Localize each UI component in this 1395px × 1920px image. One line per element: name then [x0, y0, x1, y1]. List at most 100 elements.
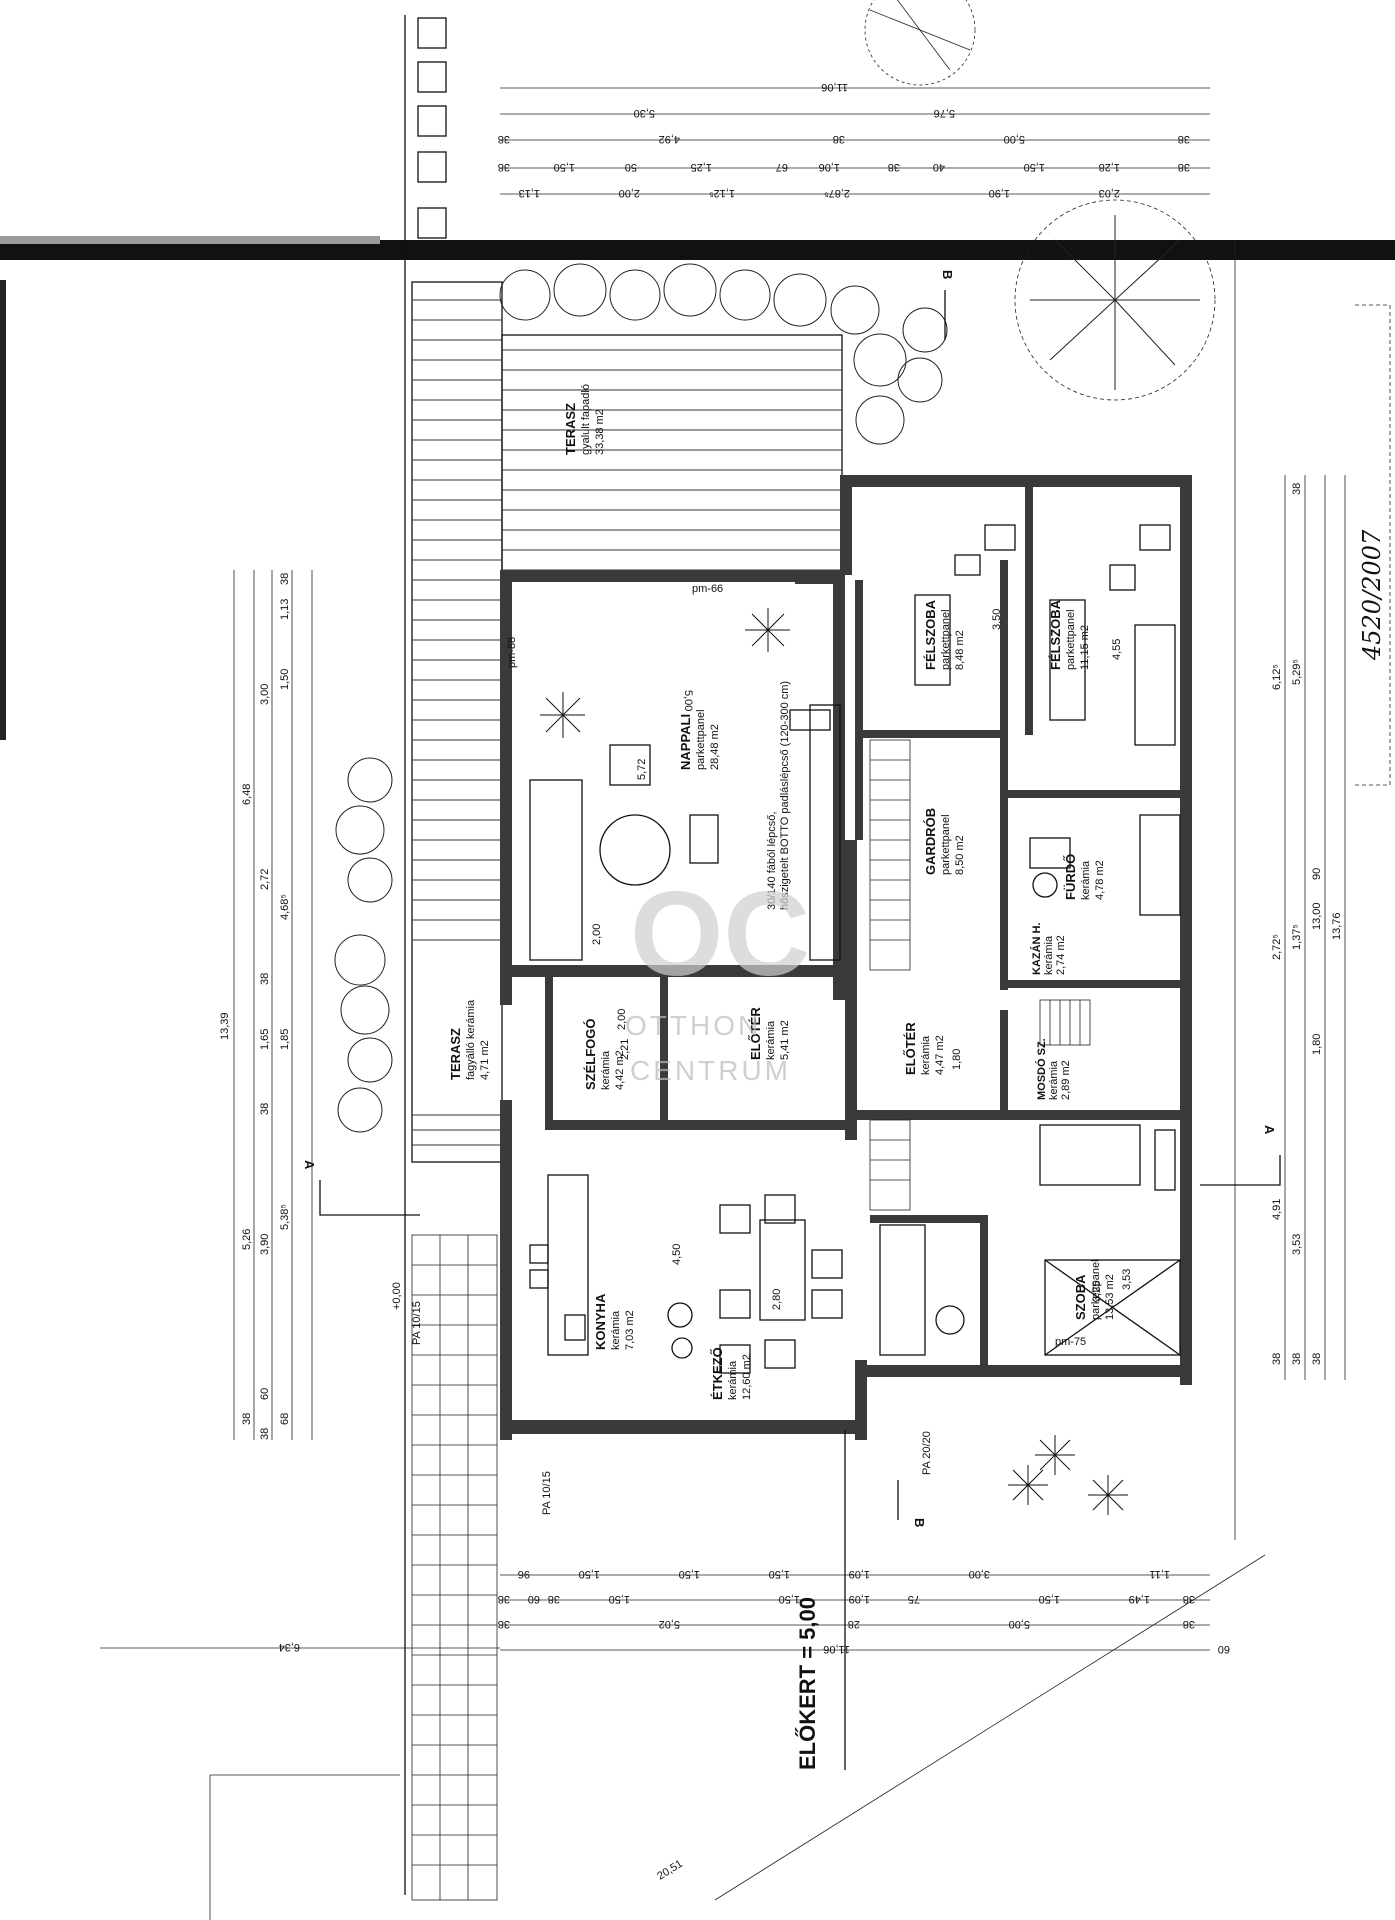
- svg-text:60: 60: [1218, 1643, 1230, 1655]
- svg-text:SZÉLFOGÓ: SZÉLFOGÓ: [583, 1019, 598, 1091]
- section-b-label: B: [912, 1518, 927, 1527]
- svg-text:ÉTKEZŐ: ÉTKEZŐ: [710, 1347, 725, 1400]
- svg-text:68: 68: [279, 1413, 291, 1425]
- svg-text:1,09: 1,09: [849, 1568, 870, 1580]
- room-label-felszoba-1: FÉLSZOBA parkettpanel 8,48 m2: [923, 599, 966, 670]
- svg-text:ELŐTÉR: ELŐTÉR: [903, 1022, 918, 1075]
- svg-text:NAPPALI: NAPPALI: [678, 714, 693, 770]
- svg-text:38: 38: [498, 1593, 510, 1605]
- svg-text:1,13: 1,13: [279, 599, 291, 620]
- room-label-szoba: SZOBA parkettpanel 13,53 m2: [1073, 1259, 1116, 1320]
- room-label-kazan: KAZÁN H. kerámia 2,74 m2: [1030, 922, 1067, 975]
- svg-text:38: 38: [279, 573, 291, 585]
- svg-text:CENTRUM: CENTRUM: [630, 1055, 791, 1086]
- svg-text:13,53 m2: 13,53 m2: [1104, 1274, 1116, 1320]
- svg-text:1,50: 1,50: [609, 1593, 630, 1605]
- left-dimensions: 13,39 6,48 5,26 3,00 2,72 1,65 3,90 60 1…: [219, 570, 313, 1440]
- svg-text:96: 96: [518, 1568, 530, 1580]
- dim-top: 38: [498, 161, 510, 173]
- svg-text:OC: OC: [630, 867, 810, 1001]
- svg-text:parkettpanel: parkettpanel: [940, 609, 952, 670]
- svg-text:11,15 m2: 11,15 m2: [1079, 625, 1091, 670]
- svg-text:pm-75: pm-75: [1055, 1336, 1086, 1348]
- dim-top: 38: [888, 161, 900, 173]
- room-label-etkezo: ÉTKEZŐ kerámia 12,60 m2: [710, 1347, 753, 1400]
- svg-text:PA 10/15: PA 10/15: [541, 1471, 553, 1515]
- room-label-gardrob: GARDRÓB parkettpanel 8,50 m2: [923, 808, 966, 875]
- dim-top: 38: [1178, 161, 1190, 173]
- svg-text:38: 38: [548, 1593, 560, 1605]
- svg-text:hőszigetelt BOTTO padláslépcső: hőszigetelt BOTTO padláslépcső (120-300 …: [779, 681, 791, 910]
- svg-text:KAZÁN H.: KAZÁN H.: [1030, 922, 1043, 975]
- svg-text:38: 38: [1271, 1353, 1283, 1365]
- elokert-label: ELŐKERT = 5,00: [795, 1597, 820, 1770]
- svg-text:2,89 m2: 2,89 m2: [1060, 1060, 1072, 1100]
- room-label-eloter-1: ELŐTÉR kerámia 5,41 m2: [748, 1007, 791, 1060]
- svg-text:13,00: 13,00: [1311, 902, 1323, 930]
- svg-text:6,12⁵: 6,12⁵: [1271, 664, 1283, 690]
- svg-text:1,50: 1,50: [779, 1593, 800, 1605]
- svg-text:5,29⁵: 5,29⁵: [1291, 659, 1303, 685]
- svg-text:2,00: 2,00: [616, 1009, 628, 1030]
- svg-text:TERASZ: TERASZ: [448, 1028, 463, 1080]
- svg-text:parkettpanel: parkettpanel: [1065, 609, 1077, 670]
- svg-text:kerámia: kerámia: [765, 1020, 777, 1060]
- svg-text:8,48 m2: 8,48 m2: [954, 630, 966, 670]
- lamp-icon: [540, 608, 790, 738]
- svg-text:4,91: 4,91: [1271, 1199, 1283, 1220]
- svg-text:38: 38: [1183, 1618, 1195, 1630]
- svg-text:38: 38: [259, 1103, 271, 1115]
- svg-text:FÉLSZOBA: FÉLSZOBA: [923, 599, 938, 670]
- svg-text:1,85: 1,85: [279, 1029, 291, 1050]
- dim-top-total: 11,06: [821, 81, 848, 93]
- handwritten-note: 4520/2007: [1358, 529, 1386, 661]
- tree-top-right: [864, 0, 976, 86]
- svg-text:2,00: 2,00: [591, 924, 603, 945]
- svg-text:38: 38: [1291, 1353, 1303, 1365]
- svg-text:ELŐTÉR: ELŐTÉR: [748, 1007, 763, 1060]
- dim-top: 1,13: [519, 187, 540, 199]
- dim-top: 1,25: [691, 161, 712, 173]
- svg-text:kerámia: kerámia: [1043, 935, 1055, 975]
- svg-text:FÜRDŐ: FÜRDŐ: [1063, 854, 1078, 900]
- watermark-logo: OC OTTHON CENTRUM: [625, 867, 810, 1086]
- dim-top: 1,06: [819, 161, 840, 173]
- svg-text:38: 38: [498, 1618, 510, 1630]
- svg-text:4,68⁵: 4,68⁵: [279, 894, 291, 920]
- property-lines: [209, 240, 1391, 1920]
- svg-text:2,72: 2,72: [259, 869, 271, 890]
- svg-text:TERASZ: TERASZ: [563, 403, 578, 455]
- furniture: [529, 524, 1181, 1374]
- section-b-label: B: [940, 270, 955, 279]
- svg-text:1,50: 1,50: [679, 1568, 700, 1580]
- dim-top: 38: [833, 133, 845, 145]
- svg-text:4,47 m2: 4,47 m2: [934, 1035, 946, 1075]
- svg-text:33,38 m2: 33,38 m2: [594, 409, 606, 455]
- section-a-label: A: [1262, 1125, 1277, 1135]
- svg-text:4,55: 4,55: [1111, 639, 1123, 660]
- svg-text:2,80: 2,80: [771, 1289, 783, 1310]
- svg-text:4,78 m2: 4,78 m2: [1094, 860, 1106, 900]
- section-markers: A A B B: [302, 270, 1281, 1527]
- svg-text:5,26: 5,26: [241, 1229, 253, 1250]
- svg-text:PA 10/15: PA 10/15: [411, 1301, 423, 1345]
- svg-text:3,25: 3,25: [1091, 1281, 1103, 1302]
- room-label-konyha: KONYHA kerámia 7,03 m2: [593, 1293, 636, 1350]
- svg-text:28,48 m2: 28,48 m2: [709, 724, 721, 770]
- dim-top: 1,50: [554, 161, 575, 173]
- svg-text:38: 38: [241, 1413, 253, 1425]
- dim-top: 2,87⁵: [824, 187, 850, 199]
- room-label-felszoba-2: FÉLSZOBA parkettpanel 11,15 m2: [1048, 599, 1091, 670]
- room-label-eloter-2: ELŐTÉR kerámia 4,47 m2: [903, 1022, 946, 1075]
- svg-text:kerámia: kerámia: [610, 1310, 622, 1350]
- stairs: [869, 739, 1091, 1211]
- room-label-terasz-top: TERASZ gyalult fapadló 33,38 m2: [563, 384, 606, 455]
- svg-text:kerámia: kerámia: [920, 1035, 932, 1075]
- svg-text:1,11: 1,11: [1149, 1568, 1170, 1580]
- svg-text:6,34: 6,34: [279, 1641, 300, 1653]
- svg-text:38: 38: [1311, 1353, 1323, 1365]
- tree-right: [1014, 199, 1216, 401]
- svg-text:1,65: 1,65: [259, 1029, 271, 1050]
- svg-text:fagyálló kerámia: fagyálló kerámia: [465, 999, 477, 1080]
